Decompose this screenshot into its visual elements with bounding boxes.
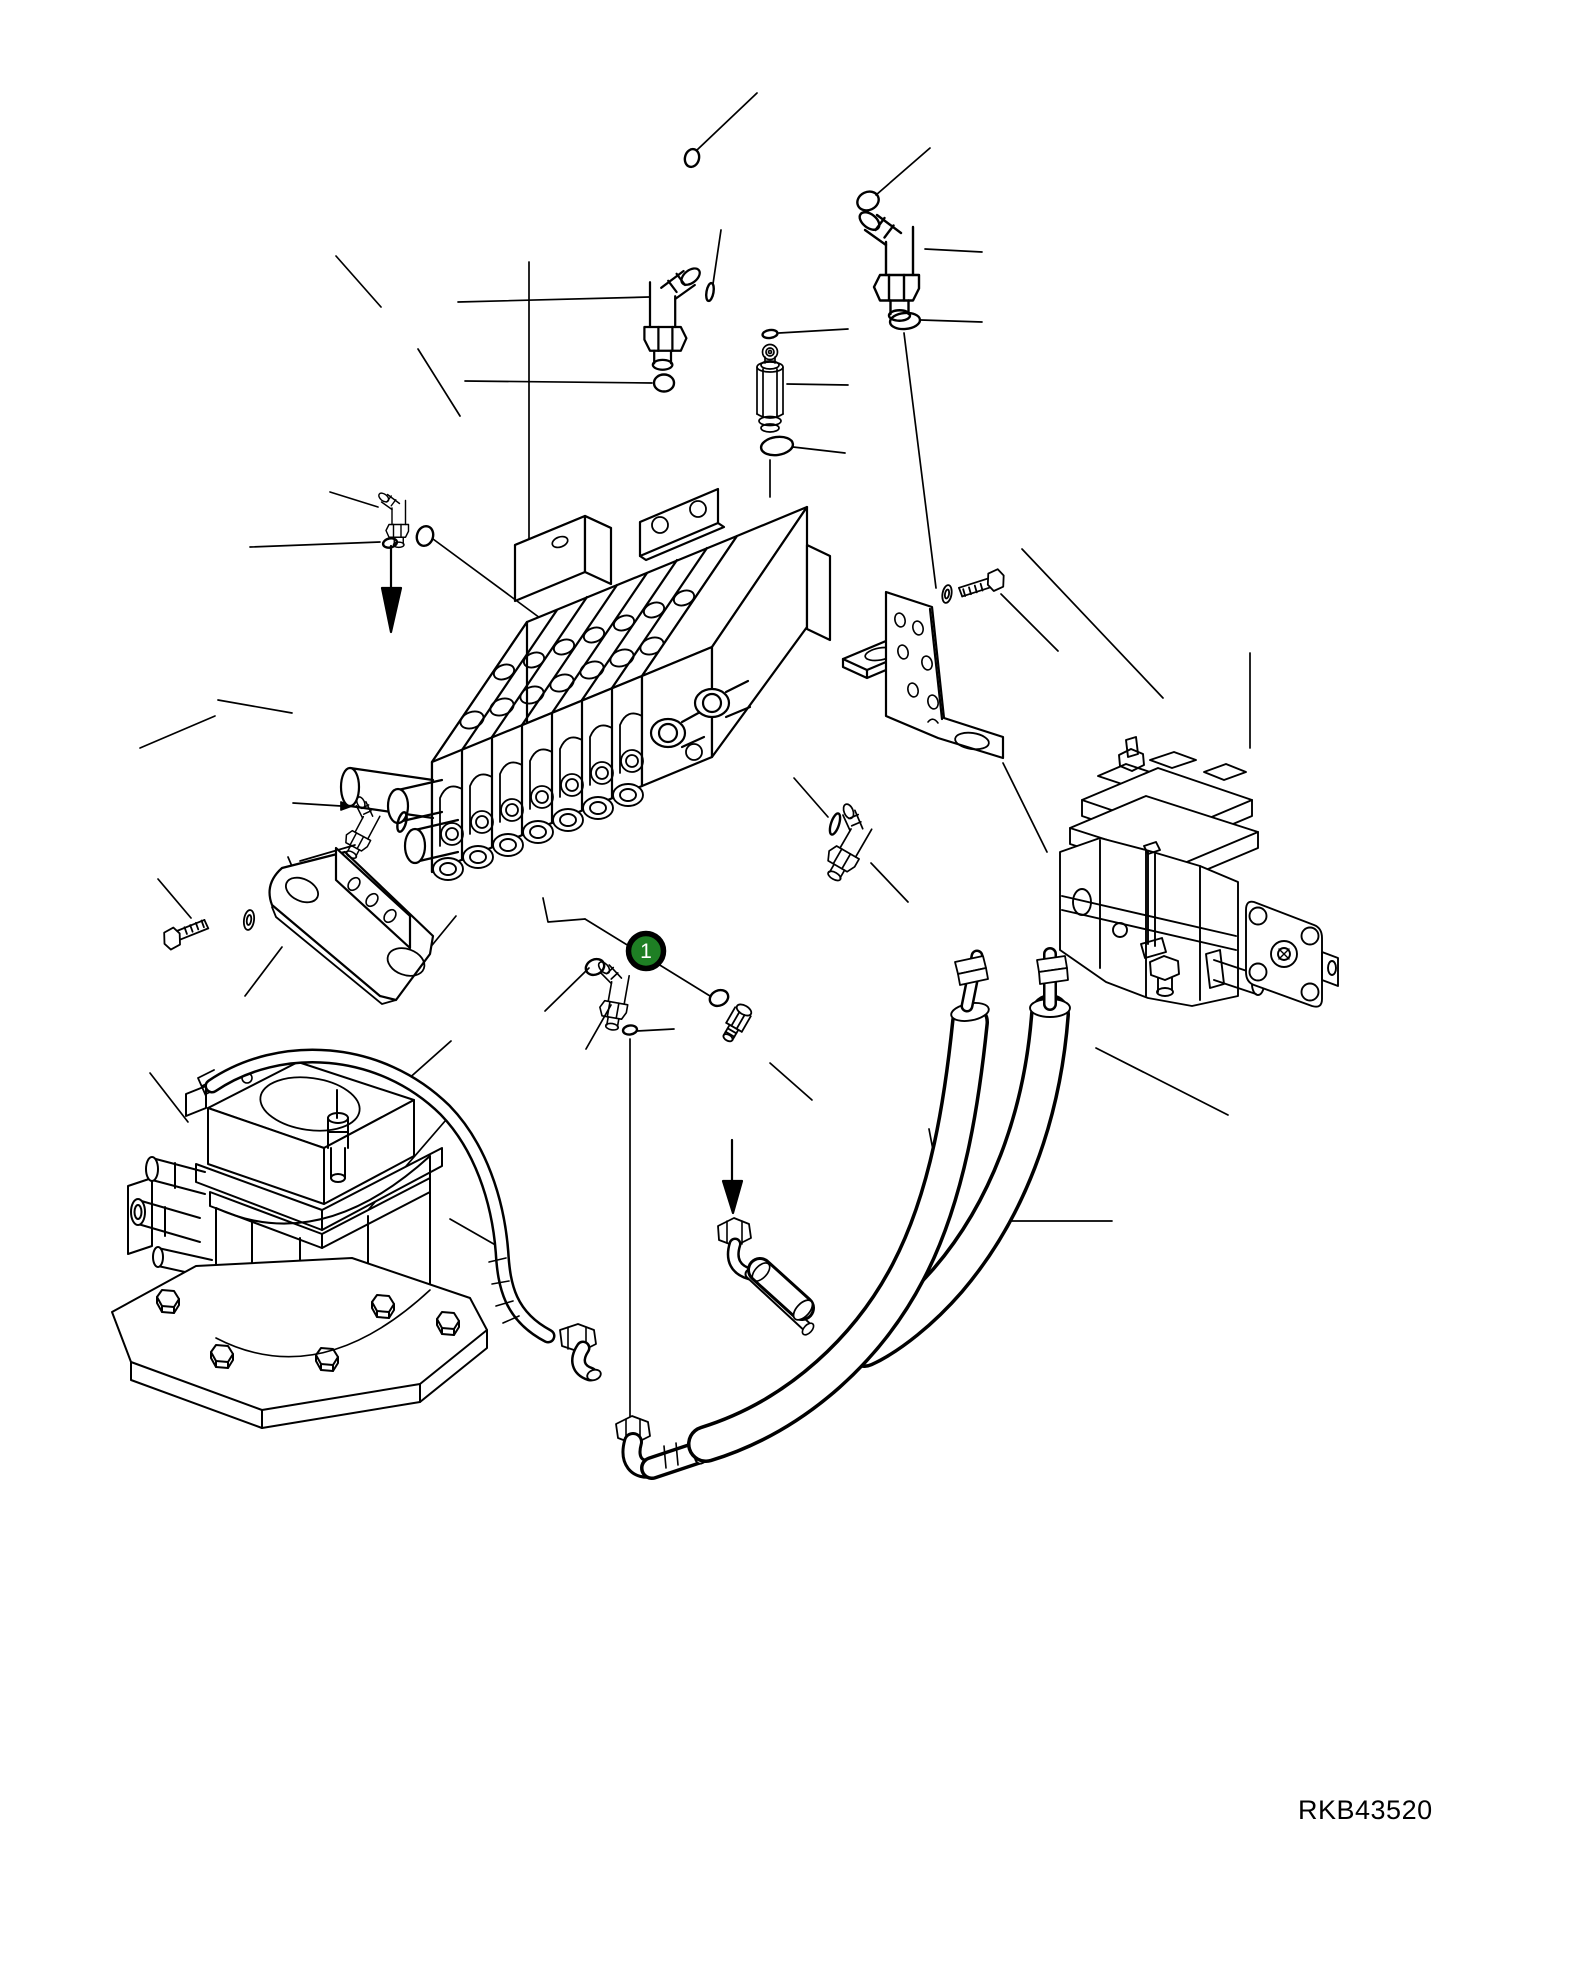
nipple-fitting-center bbox=[717, 1000, 755, 1046]
assembly-arrow-center bbox=[721, 1138, 744, 1215]
right-mounting-bracket bbox=[841, 590, 1005, 760]
control-valve-assembly bbox=[339, 487, 832, 881]
elbow-fitting-below-valve bbox=[585, 958, 636, 1033]
callout-number: 1 bbox=[640, 940, 652, 963]
bracket-bolt-left bbox=[160, 909, 256, 952]
leader-lines bbox=[139, 92, 1251, 1419]
elbow-fitting-valve-right bbox=[806, 799, 883, 887]
swing-motor bbox=[111, 1061, 488, 1429]
drawing-code: RKB43520 bbox=[1298, 1795, 1433, 1825]
callout-balloon[interactable]: 1 bbox=[625, 930, 667, 972]
swing-hose bbox=[197, 1048, 602, 1382]
left-mounting-bracket bbox=[268, 846, 435, 1005]
callout-circle[interactable] bbox=[625, 930, 667, 972]
suction-hose bbox=[844, 947, 1071, 1368]
straight-adapter bbox=[756, 343, 784, 433]
elbow-fitting-top-right bbox=[855, 207, 921, 322]
delivery-hose bbox=[615, 949, 990, 1480]
tube-with-sleeve bbox=[717, 1217, 815, 1336]
elbow-fitting-top-left bbox=[643, 264, 704, 371]
o-rings bbox=[381, 147, 922, 1036]
assembly-arrow-left bbox=[380, 544, 403, 634]
bracket-bolt-right bbox=[941, 567, 1007, 604]
hydraulic-pump bbox=[1059, 736, 1339, 1008]
